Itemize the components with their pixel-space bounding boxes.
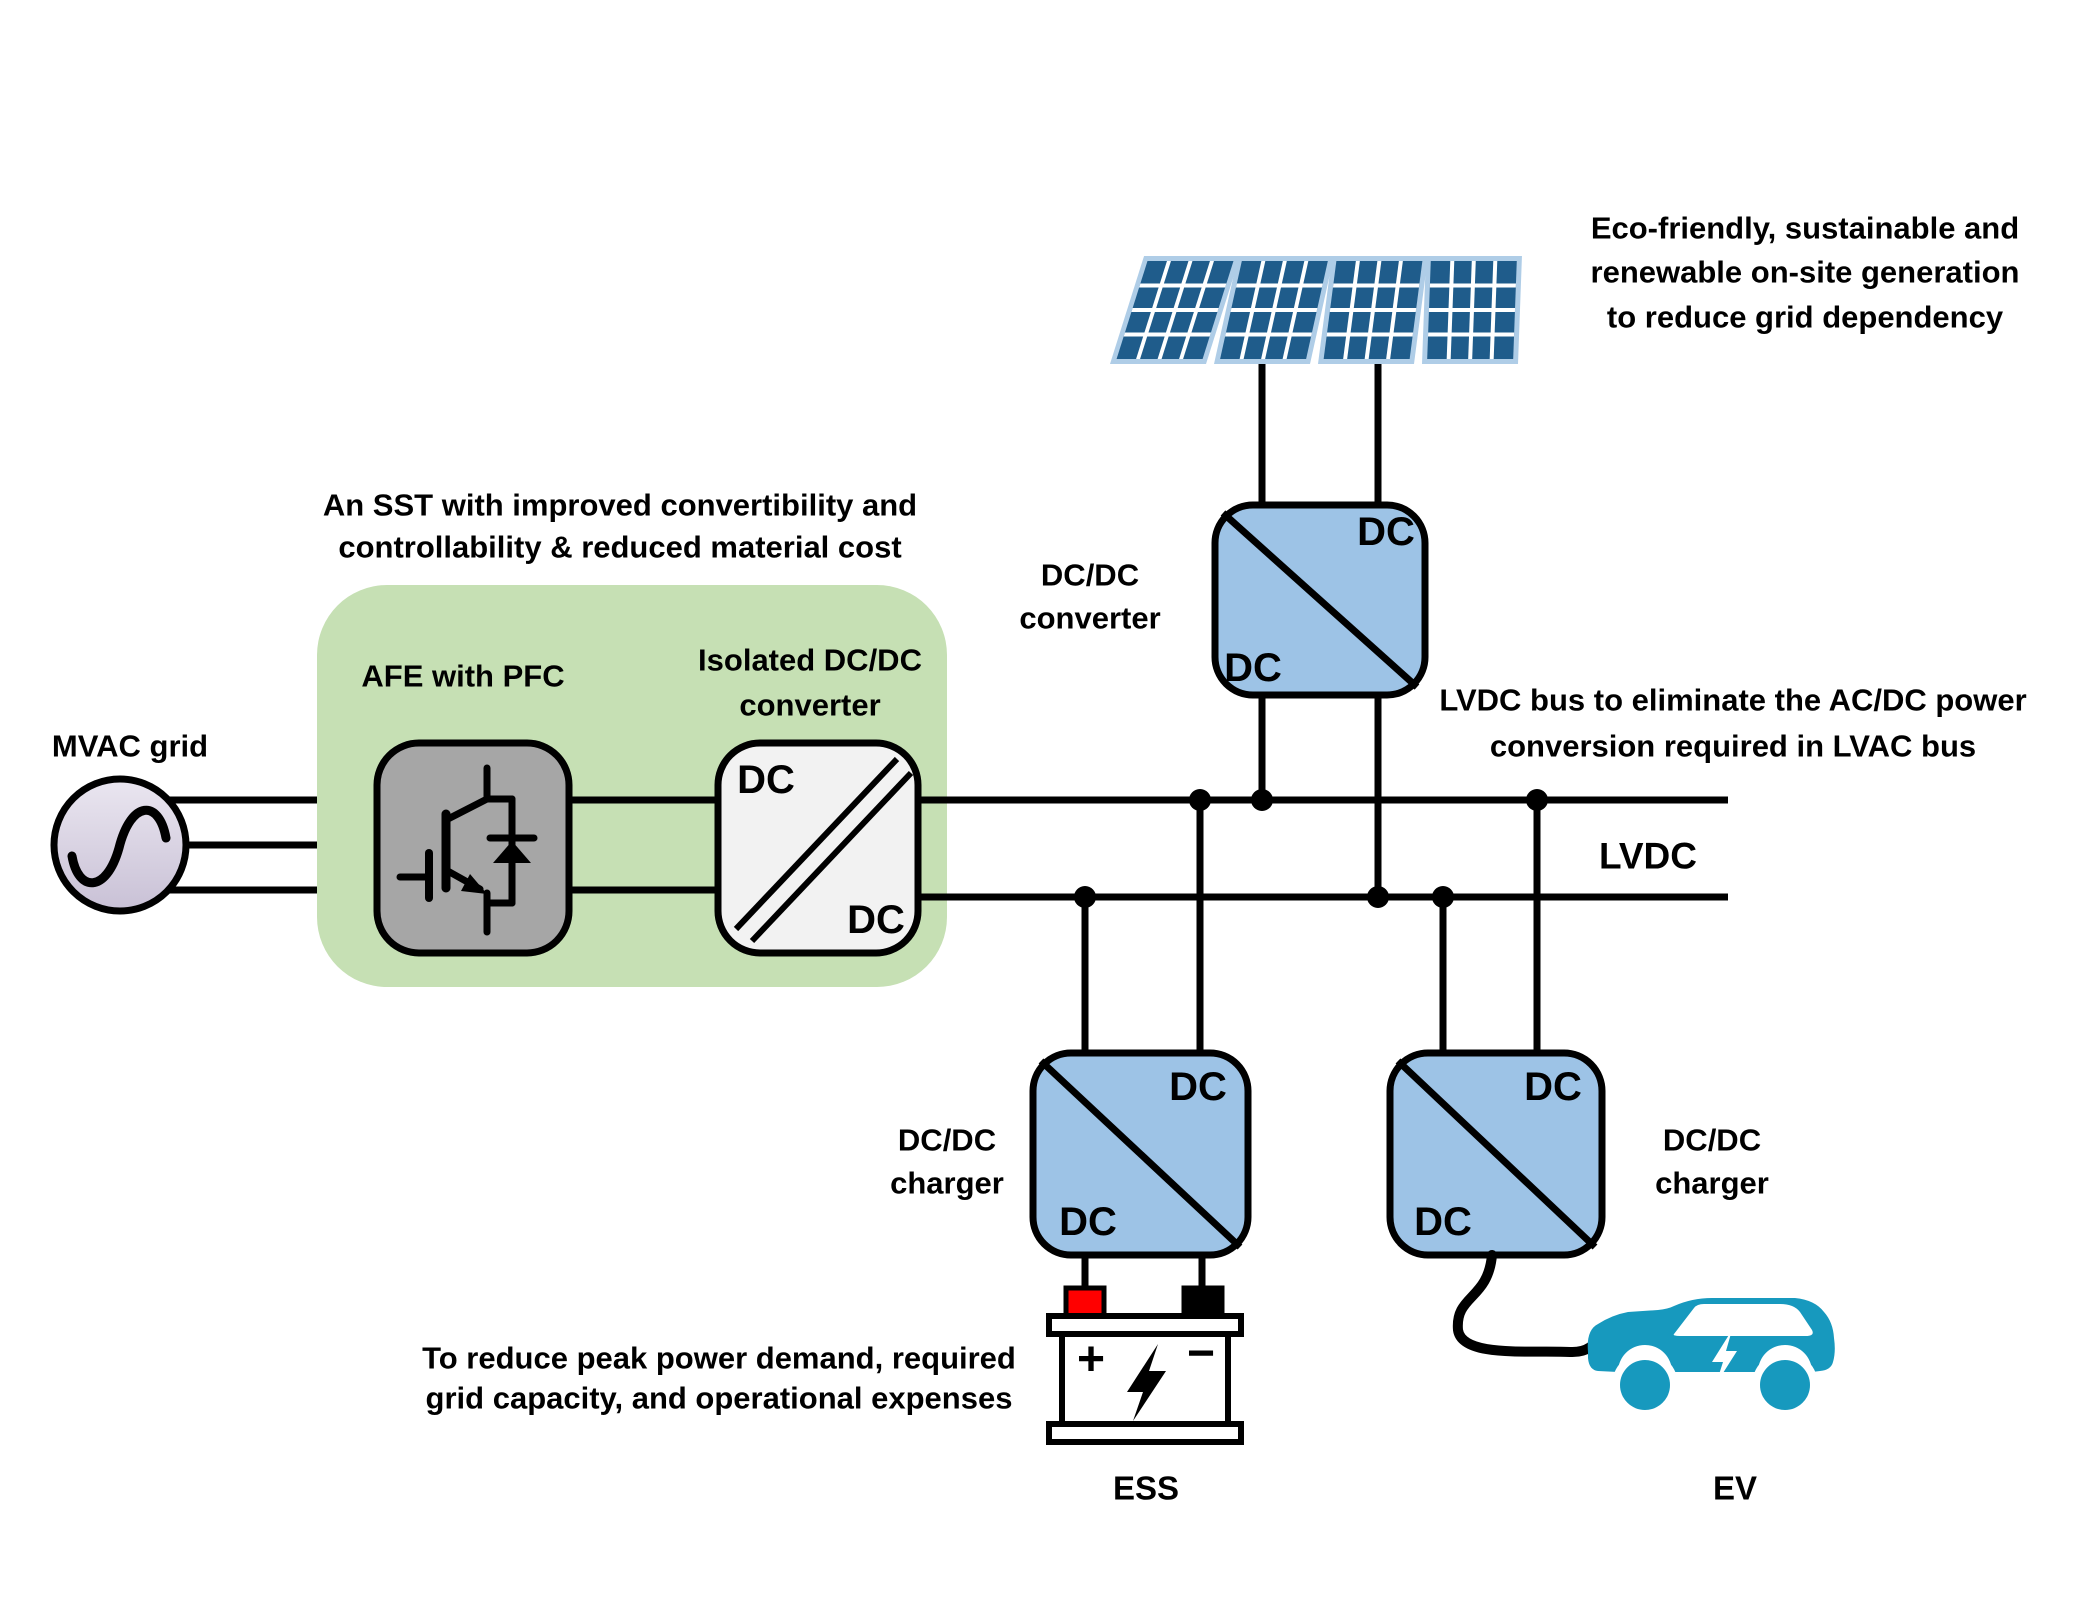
battery-bolt-icon	[1127, 1344, 1166, 1421]
afe-label: AFE with PFC	[361, 658, 565, 694]
ev-charger-label-line2: charger	[1655, 1165, 1769, 1201]
isolated-converter-box	[714, 739, 922, 957]
sst-note-line2: controllability & reduced material cost	[338, 529, 902, 565]
pv-converter-label-line1: DC/DC	[1040, 557, 1140, 593]
pv-converter-label-line2: converter	[1019, 600, 1161, 636]
isolated-dc-input-label: DC	[737, 758, 795, 802]
ev-car-icon	[1587, 1298, 1835, 1418]
ev-charger-dc-bottom-label: DC	[1414, 1200, 1472, 1244]
pv-note-line3: to reduce grid dependency	[1606, 299, 2004, 335]
ess-note-line1: To reduce peak power demand, required	[422, 1340, 1016, 1376]
pv-converter-wires	[1258, 364, 1382, 897]
ess-charger-label-line1: DC/DC	[897, 1122, 997, 1158]
pv-converter-dc-top-label: DC	[1357, 510, 1415, 554]
ess-charger-label-line2: charger	[890, 1165, 1004, 1201]
battery-minus-label: −	[1186, 1327, 1216, 1380]
pv-note-line2: renewable on-site generation	[1590, 254, 2020, 290]
afe-to-isolated-links	[569, 796, 718, 894]
solar-panels-icon	[1110, 256, 1522, 364]
ac-source-icon	[50, 775, 190, 915]
pv-note-line1: Eco-friendly, sustainable and	[1590, 210, 2020, 246]
lvdc-note-line2: conversion required in LVAC bus	[1489, 728, 1977, 764]
pv-converter-dc-bottom-label: DC	[1224, 646, 1282, 690]
ess-note-line2: grid capacity, and operational expenses	[425, 1380, 1013, 1416]
mvac-grid-label: MVAC grid	[51, 728, 209, 764]
bus-junction-dots	[1074, 789, 1548, 908]
ess-charger-dc-top-label: DC	[1169, 1065, 1227, 1109]
battery-icon	[1046, 1285, 1244, 1445]
ess-charger-box	[1029, 1049, 1252, 1259]
igbt-icon	[396, 764, 538, 936]
pv-converter-box	[1211, 501, 1429, 699]
lvdc-note-line1: LVDC bus to eliminate the AC/DC power	[1439, 682, 2027, 718]
ev-charger-wires	[1439, 800, 1541, 1053]
lvdc-bus-label: LVDC	[1599, 835, 1697, 877]
ess-charger-dc-bottom-label: DC	[1059, 1200, 1117, 1244]
ev-charger-label-line1: DC/DC	[1662, 1122, 1762, 1158]
ess-label: ESS	[1112, 1469, 1180, 1507]
lvdc-bus-lines	[918, 796, 1728, 901]
ev-charger-dc-top-label: DC	[1524, 1065, 1582, 1109]
isolated-converter-label-line1: Isolated DC/DC	[698, 642, 922, 678]
isolated-converter-label-line2: converter	[739, 687, 881, 723]
charging-cable	[1452, 1250, 1608, 1358]
isolated-dc-output-label: DC	[847, 898, 905, 942]
ev-charger-box	[1386, 1049, 1606, 1259]
battery-plus-label: +	[1076, 1333, 1106, 1386]
car-bolt-icon	[1712, 1330, 1737, 1384]
afe-box	[373, 739, 573, 957]
sst-note-line1: An SST with improved convertibility and	[322, 487, 918, 523]
ev-label: EV	[1712, 1469, 1758, 1507]
